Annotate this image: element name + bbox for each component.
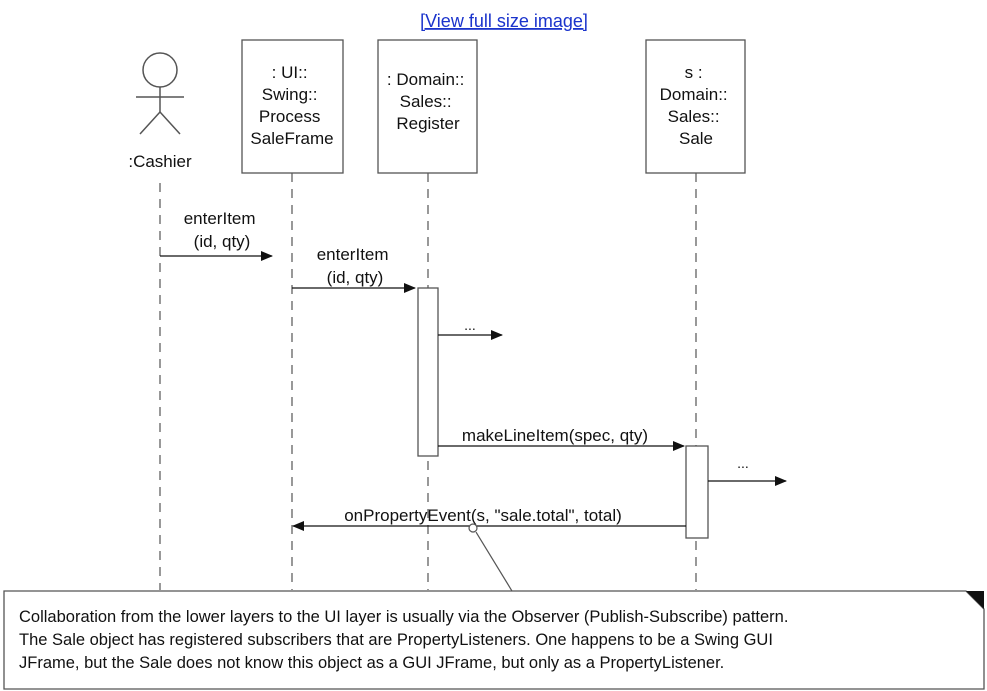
message-label: ... bbox=[737, 455, 749, 471]
view-full-size-link[interactable]: [View full size image] bbox=[420, 11, 588, 31]
participant-register: : Domain:: Sales:: Register bbox=[377, 39, 478, 174]
participant-ui-label: : UI:: Swing:: Process SaleFrame bbox=[250, 63, 333, 148]
stick-figure-icon bbox=[136, 52, 184, 135]
note-connector bbox=[468, 523, 513, 592]
message-onpropertyevent: onPropertyEvent(s, "sale.total", total) bbox=[292, 506, 686, 531]
note-text: Collaboration from the lower layers to t… bbox=[19, 608, 793, 672]
message-sale-continuation: ... bbox=[708, 455, 787, 486]
note-folded-corner bbox=[966, 591, 984, 609]
activation-bar-register bbox=[417, 287, 439, 457]
message-makelineitem: makeLineItem(spec, qty) bbox=[438, 426, 685, 451]
message-enteritem-cashier-ui: enterItem (id, qty) bbox=[160, 209, 273, 261]
participant-sale: s : Domain:: Sales:: Sale bbox=[645, 39, 746, 174]
message-label: enterItem (id, qty) bbox=[317, 245, 394, 287]
participant-cashier-label: :Cashier bbox=[128, 152, 192, 171]
participant-sale-label: s : Domain:: Sales:: Sale bbox=[660, 63, 733, 148]
participant-ui-frame: : UI:: Swing:: Process SaleFrame bbox=[241, 39, 344, 174]
message-label: makeLineItem(spec, qty) bbox=[462, 426, 648, 445]
message-enteritem-ui-register: enterItem (id, qty) bbox=[292, 245, 416, 293]
message-label: onPropertyEvent(s, "sale.total", total) bbox=[344, 506, 622, 525]
actor-cashier: :Cashier bbox=[128, 52, 192, 171]
message-register-continuation: ... bbox=[438, 317, 503, 340]
message-label: ... bbox=[464, 317, 476, 333]
message-label: enterItem (id, qty) bbox=[184, 209, 261, 251]
note-box: Collaboration from the lower layers to t… bbox=[3, 590, 985, 690]
activation-bar-sale bbox=[685, 445, 709, 539]
participant-register-label: : Domain:: Sales:: Register bbox=[387, 70, 469, 133]
